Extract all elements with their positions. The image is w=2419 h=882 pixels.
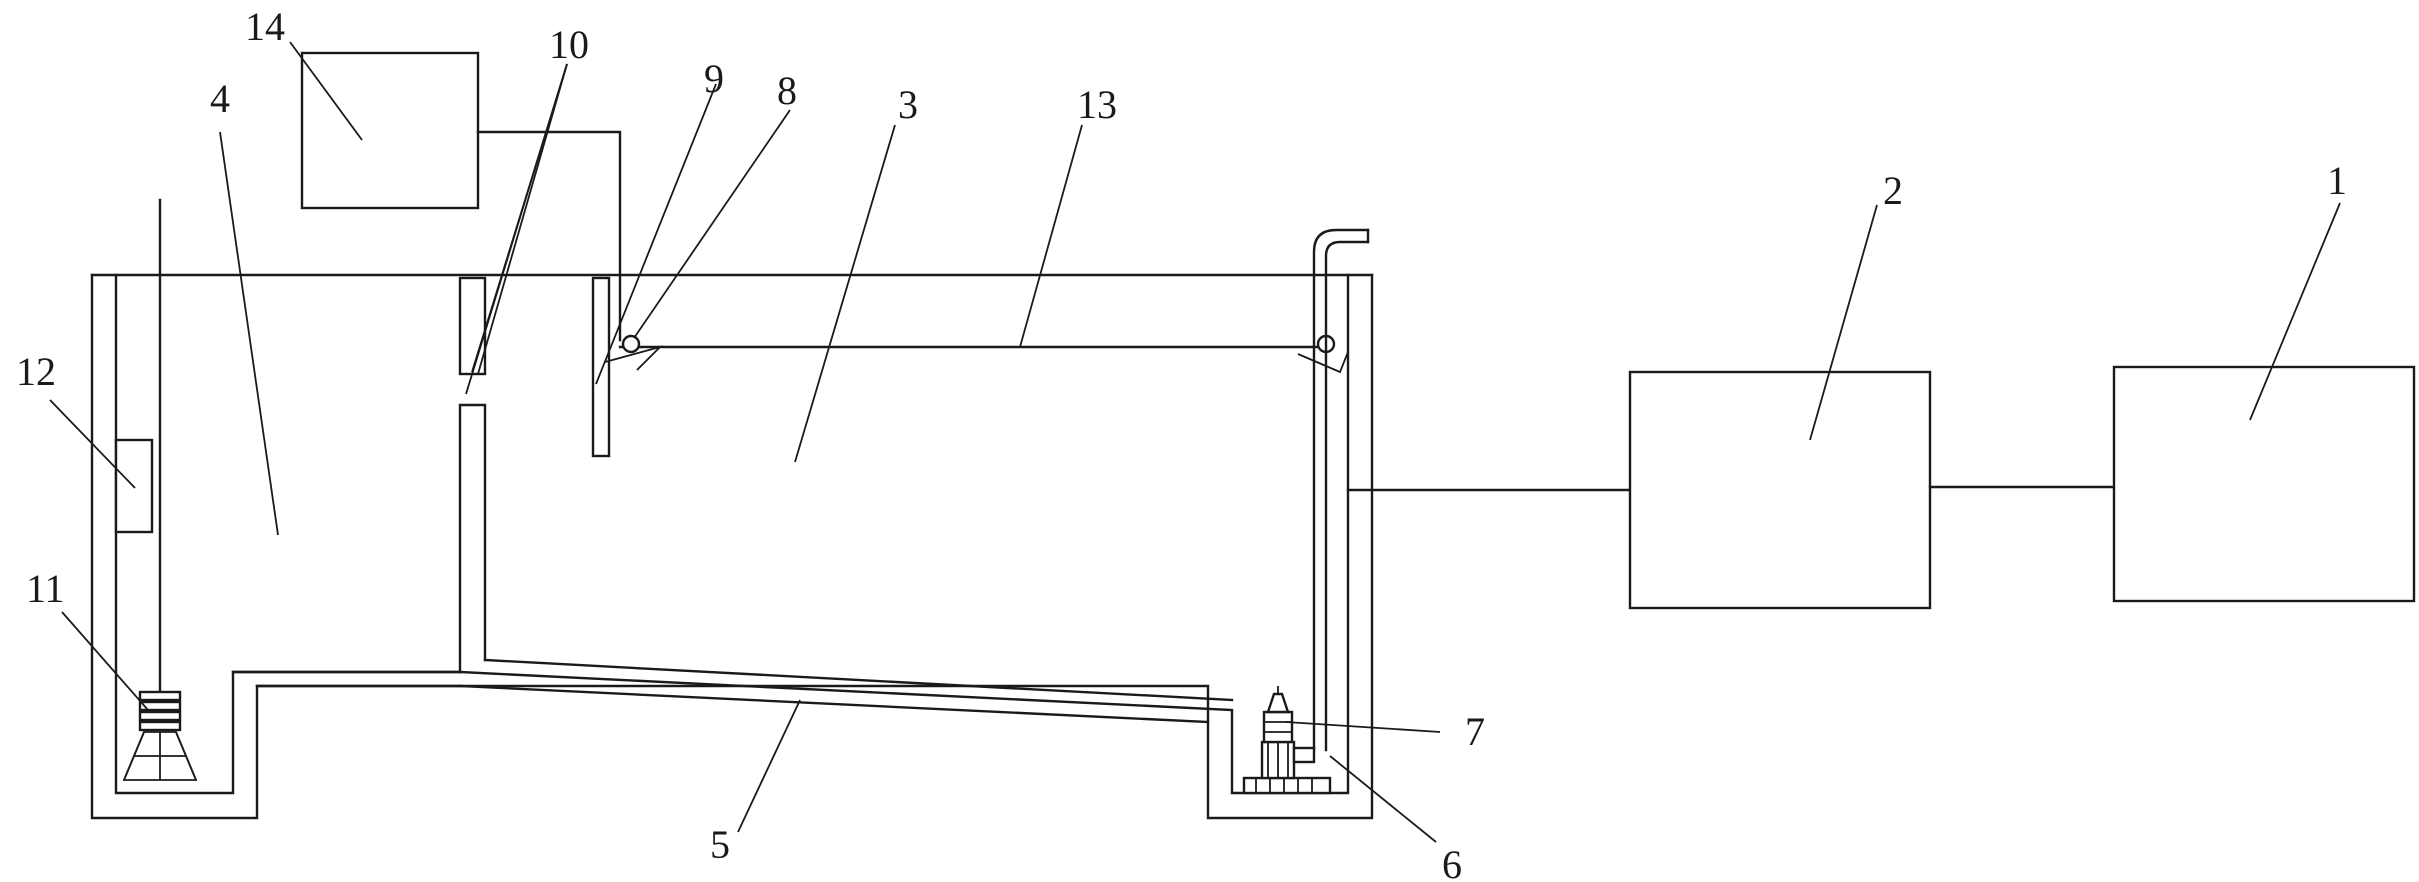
label-11: 11 (26, 566, 65, 611)
tank-inner-wall (114, 273, 1350, 795)
pump-icon (1242, 686, 1332, 795)
roller-left (621, 334, 641, 354)
baffle-plate (591, 276, 611, 458)
sloped-bottom-plate (458, 658, 1234, 724)
left-chamber-step (231, 670, 462, 688)
label-10: 10 (549, 22, 589, 67)
connection-14-to-tank (476, 130, 622, 342)
label-2: 2 (1883, 168, 1903, 213)
label-4: 4 (210, 76, 230, 121)
label-9: 9 (704, 56, 724, 101)
label-1: 1 (2327, 158, 2347, 203)
aerator-icon (122, 690, 198, 781)
tank-outer-wall (90, 273, 1374, 820)
label-3: 3 (898, 82, 918, 127)
label-14: 14 (245, 4, 285, 49)
component-2-box (1628, 370, 1932, 610)
label-6: 6 (1442, 842, 1462, 882)
label-7: 7 (1465, 709, 1485, 754)
label-5: 5 (710, 822, 730, 867)
partition-wall (458, 276, 487, 674)
discharge-pipe (1312, 228, 1370, 752)
label-12: 12 (16, 349, 56, 394)
component-1-box (2112, 365, 2416, 603)
component-14-box (300, 51, 480, 210)
skimmer-rail (604, 345, 1349, 374)
label-13: 13 (1077, 82, 1117, 127)
label-8: 8 (777, 68, 797, 113)
leader-lines (49, 41, 2341, 843)
